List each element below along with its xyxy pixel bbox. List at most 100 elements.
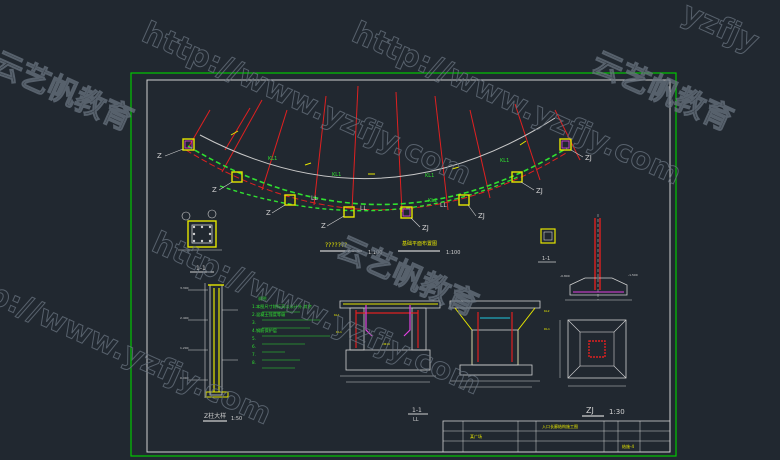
zj-title: ZJ — [586, 406, 594, 415]
beam-arc-outer — [187, 145, 568, 206]
zj-plan-diagonal — [613, 319, 627, 333]
watermark-layer: http://www.yzfjy.com http://www.yzfjy.co… — [0, 0, 765, 433]
project-name: 入口长廊结构施工图 — [542, 423, 578, 429]
axis-label: LL — [360, 205, 367, 212]
title-block[interactable]: 入口长廊结构施工图 某广场 结施-4 — [442, 420, 671, 453]
column-label: Z — [157, 152, 162, 160]
svg-text:-0.800: -0.800 — [560, 274, 570, 278]
svg-text:KL1: KL1 — [425, 173, 434, 179]
foundation-section-label: 1-1 — [412, 407, 422, 414]
fdn2-small-text: KL2 DL1 — [544, 309, 550, 331]
note-line: 3. — [252, 320, 256, 325]
axis-label: LL — [311, 195, 318, 202]
title-block-frame — [442, 420, 671, 453]
svg-text:1.200: 1.200 — [180, 346, 189, 350]
note-line: 7. — [252, 352, 256, 357]
svg-text:0.000: 0.000 — [180, 376, 189, 380]
zj-plan-column — [588, 340, 606, 358]
elev-base — [205, 391, 229, 398]
zj-footing — [569, 277, 628, 296]
fdn2-pad — [459, 364, 533, 376]
note-line: 1.本图尺寸除标高以米计外,其余 — [252, 303, 313, 310]
plan-column-fill — [184, 140, 570, 217]
column-label: Z — [266, 209, 271, 217]
zj-section-label: 1-1 — [542, 256, 550, 262]
column-label: ZJ — [422, 224, 429, 232]
column-label: ZJ — [536, 187, 543, 195]
tick-marks — [230, 130, 527, 175]
plan-columns — [182, 138, 572, 219]
foundation-section-sublabel: LL — [413, 417, 419, 423]
zj-plan-mid — [579, 331, 615, 367]
watermark-text: 云艺帆教育 — [0, 45, 138, 138]
zj-small-section[interactable]: 1-1 — [538, 228, 556, 263]
svg-text:KL1: KL1 — [334, 313, 340, 317]
plan-title: ??????? — [325, 242, 347, 249]
plan-scale: 1:100 — [368, 250, 382, 256]
zj-footing-plan[interactable]: ZJ 1:30 — [559, 319, 627, 417]
note-line: 6. — [252, 344, 256, 349]
zj-elev-text: -0.800 -1.500 — [560, 273, 638, 278]
watermark-text: 云艺帆教育 — [587, 45, 738, 138]
zj-plan-diagonal — [567, 365, 581, 379]
z-elevation-scale: 1:50 — [231, 416, 242, 422]
watermark-text: http://www.yzfjy.com — [347, 15, 687, 192]
inner-arc — [199, 117, 556, 180]
column-section-outline — [187, 220, 217, 248]
column-label: Z — [321, 222, 326, 230]
beam-arc-inner — [185, 149, 567, 211]
elev-level-marks — [188, 289, 208, 381]
column-label: ZJ — [478, 212, 485, 220]
svg-text:KL1: KL1 — [500, 158, 509, 164]
notes-heading: 说明 — [258, 295, 266, 302]
svg-text:2Φ16: 2Φ16 — [382, 342, 390, 346]
fdn-pad — [345, 349, 431, 371]
axis-label: LL — [440, 202, 447, 209]
zj-plan-diagonal — [567, 319, 581, 333]
beam-annotations: KL1 KL1 KL1 KL1 KL2 — [268, 156, 509, 204]
fdn2-slab — [449, 300, 541, 309]
rebar-dots — [192, 225, 212, 243]
zj-plan-diagonal — [613, 365, 627, 379]
drawing-number: 结施-4 — [622, 443, 634, 449]
svg-text:DL1: DL1 — [336, 330, 342, 334]
svg-text:KL1: KL1 — [332, 172, 341, 178]
plan-subtitle: 基础平面布置图 — [402, 240, 437, 247]
column-label: ZJ — [585, 154, 592, 162]
fdn-small-text: KL1 DL1 2Φ16 — [334, 313, 390, 346]
fdn2-stem — [471, 329, 519, 366]
fdn-rebar-magenta — [365, 305, 411, 337]
general-notes: 说明 1.本图尺寸除标高以米计外,其余 2.混凝土强度等级 3. 4.钢筋保护层… — [252, 295, 313, 365]
z-column-elevation[interactable]: 3.300 2.400 1.200 0.000 Z柱大样 1:50 — [180, 283, 242, 422]
zj-elevation[interactable]: -0.800 -1.500 — [560, 214, 638, 301]
svg-text:3.300: 3.300 — [180, 286, 189, 290]
svg-text:-1.500: -1.500 — [628, 273, 638, 277]
fdn2-rebar-red — [477, 312, 513, 362]
zj-small-inner — [543, 231, 553, 241]
column-section-marker — [181, 211, 191, 221]
column-section-inner — [191, 224, 213, 244]
zj-plan-outer — [567, 319, 627, 379]
beam-arc-lower — [219, 175, 521, 212]
section-label: 1-1 — [196, 265, 206, 272]
column-section-detail[interactable]: 1-1 — [178, 209, 222, 273]
foundation-section-left[interactable]: KL1 DL1 2Φ16 — [334, 300, 441, 383]
zj-scale: 1:30 — [609, 408, 625, 416]
z-elevation-title: Z柱大样 — [204, 412, 226, 420]
svg-text:2.400: 2.400 — [180, 316, 189, 320]
plan-scale-2: 1:100 — [446, 250, 460, 256]
watermark-text: http://www.yzfjy.com — [137, 15, 477, 192]
svg-text:KL2: KL2 — [428, 198, 437, 204]
elev-level-text: 3.300 2.400 1.200 0.000 — [180, 286, 189, 380]
foundation-plan[interactable]: KL1 KL1 KL1 KL1 KL2 Z Z Z Z Z — [157, 85, 592, 256]
foundation-section-right[interactable]: KL2 DL1 — [449, 300, 550, 388]
company-name: 某广场 — [470, 433, 482, 439]
title-block-grid — [443, 421, 670, 452]
label-leaders — [164, 148, 584, 228]
inner-frame — [146, 79, 671, 453]
column-section-marker — [207, 209, 217, 219]
notes-squiggle — [262, 311, 330, 369]
svg-text:KL1: KL1 — [268, 156, 277, 162]
note-line: 5. — [252, 336, 256, 341]
